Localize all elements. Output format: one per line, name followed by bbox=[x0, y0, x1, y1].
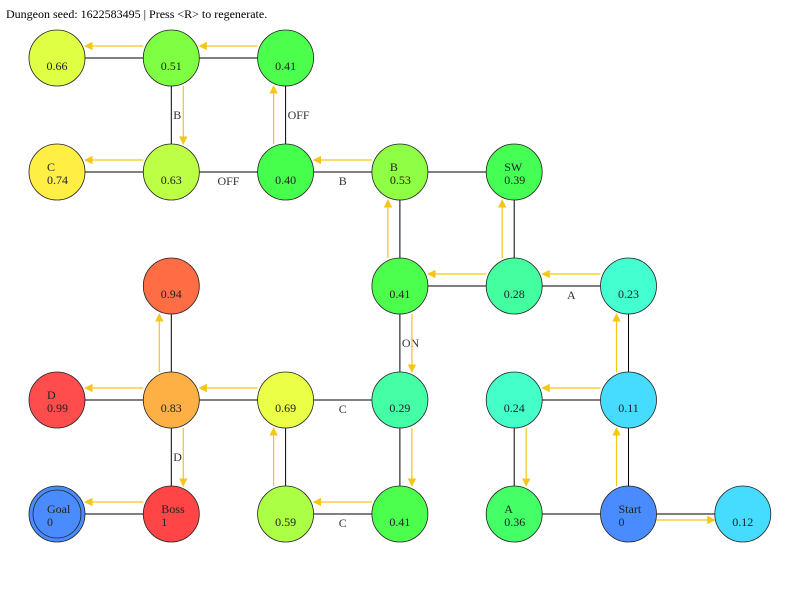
room-circle bbox=[257, 143, 315, 201]
room-node: 0.63 bbox=[142, 143, 200, 201]
room-value: 0.28 bbox=[504, 287, 525, 301]
goal-inner-ring bbox=[32, 489, 82, 539]
room-node: 0.51 bbox=[142, 29, 200, 87]
room-node: B0.53 bbox=[371, 143, 429, 201]
room-circle bbox=[371, 257, 429, 315]
room-value: 0.53 bbox=[390, 173, 411, 187]
room-circle bbox=[714, 485, 772, 543]
path-arrows-layer bbox=[84, 41, 716, 525]
edge-lock-label: C bbox=[339, 402, 347, 416]
edge-lock-label: ON bbox=[402, 336, 420, 350]
room-circle bbox=[142, 257, 200, 315]
room-circle bbox=[28, 371, 86, 429]
room-value: 0.23 bbox=[618, 287, 639, 301]
room-name: Goal bbox=[47, 502, 71, 516]
room-value: 0.83 bbox=[161, 401, 182, 415]
room-value: 0.41 bbox=[389, 287, 410, 301]
edge-lock-label: C bbox=[339, 516, 347, 530]
room-value: 0.99 bbox=[47, 401, 68, 415]
room-node: A0.36 bbox=[485, 485, 543, 543]
room-node: C0.74 bbox=[28, 143, 86, 201]
edge-lock-label: D bbox=[173, 450, 182, 464]
room-circle bbox=[600, 257, 657, 315]
room-value: 0.94 bbox=[161, 287, 182, 301]
room-node: 0.83 bbox=[142, 371, 200, 429]
room-node: 0.41 bbox=[371, 485, 429, 543]
room-node: D0.99 bbox=[28, 371, 86, 429]
room-node: SW0.39 bbox=[485, 143, 543, 201]
room-value: 0.51 bbox=[161, 59, 182, 73]
room-node: 0.94 bbox=[142, 257, 200, 315]
room-circle bbox=[142, 371, 200, 429]
room-value: 0 bbox=[47, 515, 53, 529]
room-circle bbox=[142, 29, 200, 87]
room-value: 0.69 bbox=[275, 401, 296, 415]
room-node: 0.59 bbox=[257, 485, 315, 543]
room-value: 0.74 bbox=[47, 173, 68, 187]
room-circle bbox=[142, 485, 200, 543]
room-circle bbox=[371, 143, 429, 201]
room-circle bbox=[600, 485, 657, 543]
room-circle bbox=[371, 371, 429, 429]
room-node: 0.11 bbox=[600, 371, 657, 429]
room-circle bbox=[28, 143, 86, 201]
room-circle bbox=[257, 371, 315, 429]
room-value: 0.11 bbox=[618, 401, 639, 415]
room-node: 0.69 bbox=[257, 371, 315, 429]
room-circle bbox=[485, 485, 543, 543]
room-circle bbox=[142, 143, 200, 201]
dungeon-seed-header: Dungeon seed: 1622583495 | Press <R> to … bbox=[6, 7, 268, 21]
edge-lock-label: A bbox=[567, 288, 576, 302]
room-value: 0.41 bbox=[275, 59, 296, 73]
room-node: 0.28 bbox=[485, 257, 543, 315]
room-node: 0.24 bbox=[485, 371, 543, 429]
edge-lock-label: B bbox=[173, 108, 181, 122]
room-value: 0.29 bbox=[389, 401, 410, 415]
room-node: 0.23 bbox=[600, 257, 657, 315]
room-value: 0.63 bbox=[161, 173, 182, 187]
room-value: 1 bbox=[161, 515, 167, 529]
room-circle bbox=[485, 257, 543, 315]
room-value: 0.41 bbox=[389, 515, 410, 529]
room-name: A bbox=[504, 502, 513, 516]
room-value: 0 bbox=[619, 515, 625, 529]
room-value: 0.39 bbox=[504, 173, 525, 187]
room-name: Start bbox=[619, 502, 642, 516]
room-value: 0.36 bbox=[504, 515, 525, 529]
room-name: SW bbox=[504, 160, 523, 174]
room-circle bbox=[485, 143, 543, 201]
room-value: 0.24 bbox=[504, 401, 525, 415]
edge-lock-label: OFF bbox=[217, 174, 239, 188]
room-node: 0.41 bbox=[257, 29, 315, 87]
room-value: 0.66 bbox=[47, 59, 68, 73]
room-name: D bbox=[47, 388, 56, 402]
room-circle bbox=[257, 29, 315, 87]
room-node: 0.12 bbox=[714, 485, 772, 543]
room-circle bbox=[371, 485, 429, 543]
edge-lock-label: OFF bbox=[288, 108, 310, 122]
edge-lock-label: B bbox=[339, 174, 347, 188]
room-name: Boss bbox=[161, 502, 185, 516]
room-circle bbox=[257, 485, 315, 543]
room-name: B bbox=[390, 160, 398, 174]
room-circle bbox=[485, 371, 543, 429]
room-circle bbox=[600, 371, 657, 429]
room-circle bbox=[28, 29, 86, 87]
room-value: 0.12 bbox=[732, 515, 753, 529]
room-node: 0.29 bbox=[371, 371, 429, 429]
room-name: C bbox=[47, 160, 55, 174]
room-node: 0.40 bbox=[257, 143, 315, 201]
room-value: 0.59 bbox=[275, 515, 296, 529]
room-circle bbox=[28, 485, 86, 543]
room-node: 0.41 bbox=[371, 257, 429, 315]
room-node: 0.66 bbox=[28, 29, 86, 87]
room-value: 0.40 bbox=[275, 173, 296, 187]
